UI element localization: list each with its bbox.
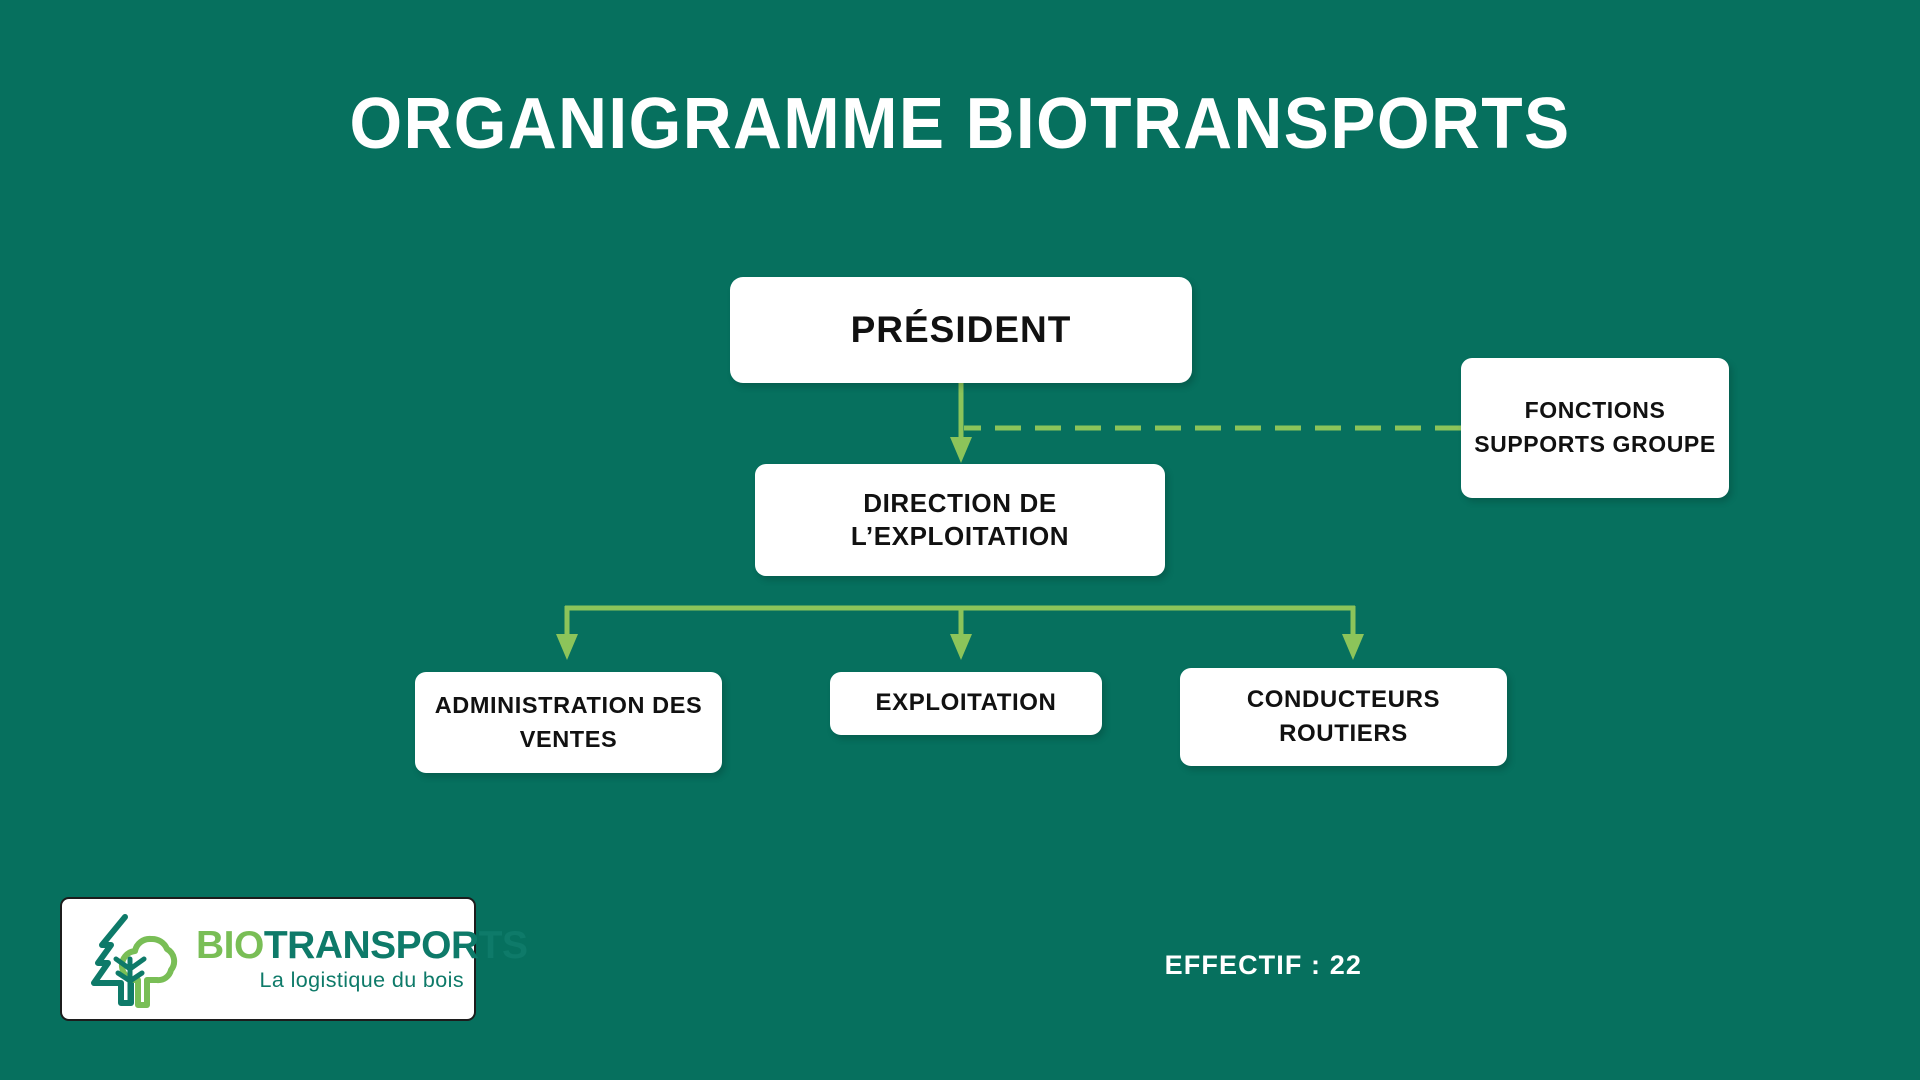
logo-tagline: La logistique du bois	[259, 968, 464, 993]
org-node-conducteurs-routiers[interactable]: CONDUCTEURS ROUTIERS	[1180, 668, 1507, 766]
page-title: ORGANIGRAMME BIOTRANSPORTS	[349, 84, 1571, 164]
arrowhead-administration	[556, 634, 578, 660]
org-node-fonctions-supports-groupe[interactable]: FONCTIONS SUPPORTS GROUPE	[1461, 358, 1729, 498]
tree-logo-icon	[91, 914, 178, 1008]
org-node-label: FONCTIONS SUPPORTS GROUPE	[1474, 397, 1716, 457]
arrowhead-direction	[950, 437, 972, 463]
org-node-label: CONDUCTEURS ROUTIERS	[1246, 685, 1441, 747]
org-node-label: PRÉSIDENT	[850, 309, 1072, 351]
org-node-label: ADMINISTRATION DES VENTES	[434, 692, 703, 752]
logo-text-block: BIOTRANSPORTS La logistique du bois	[196, 926, 528, 992]
logo-word-bio: BIO	[196, 924, 264, 968]
arrowhead-conducteurs	[1342, 634, 1364, 660]
company-logo-card: BIOTRANSPORTS La logistique du bois	[60, 897, 528, 1021]
arrowhead-exploitation	[950, 634, 972, 660]
effectif-label: EFFECTIF : 22	[1164, 950, 1362, 980]
org-node-label: DIRECTION DE L’EXPLOITATION	[850, 487, 1070, 551]
org-node-president[interactable]: PRÉSIDENT	[730, 277, 1192, 383]
org-node-label: EXPLOITATION	[875, 689, 1057, 717]
org-node-exploitation[interactable]: EXPLOITATION	[830, 672, 1102, 735]
org-node-administration-des-ventes[interactable]: ADMINISTRATION DES VENTES	[415, 672, 722, 773]
org-node-direction[interactable]: DIRECTION DE L’EXPLOITATION	[755, 464, 1165, 576]
logo-word-transports: TRANSPORTS	[263, 924, 528, 968]
logo-wordmark: BIOTRANSPORTS	[196, 926, 528, 965]
